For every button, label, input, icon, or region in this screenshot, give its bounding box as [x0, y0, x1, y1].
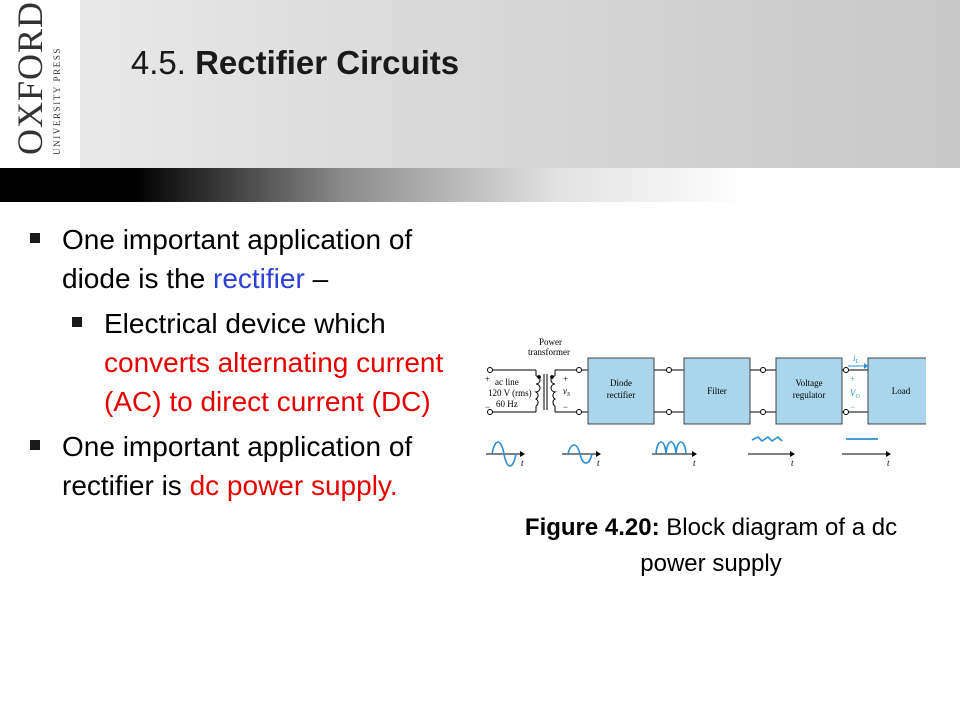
title-banner — [0, 0, 960, 168]
secondary-voltage-label: + vS − — [563, 374, 570, 412]
svg-text:VO: VO — [850, 388, 861, 400]
svg-text:t: t — [597, 458, 600, 468]
svg-text:+: + — [563, 374, 568, 384]
slide-title: 4.5. Rectifier Circuits — [130, 38, 460, 88]
svg-text:rectifier: rectifier — [607, 390, 635, 400]
svg-text:Filter: Filter — [707, 386, 727, 396]
header-divider — [0, 168, 960, 202]
waveform-transformer-output: t — [562, 444, 601, 468]
bullet-icon — [30, 440, 40, 450]
svg-text:t: t — [791, 458, 794, 468]
logo-area: OXFORD UNIVERSITY PRESS — [0, 0, 80, 168]
figure-description: Block diagram of a dc power supply — [640, 514, 898, 577]
ac-input-terminals: + − ac line 120 V (rms) 60 Hz — [485, 367, 536, 415]
bullet-rectifier-application: One important application of rectifier i… — [28, 427, 468, 505]
svg-text:regulator: regulator — [793, 390, 825, 400]
svg-text:60 Hz: 60 Hz — [496, 399, 518, 409]
waveform-dc-output: t — [842, 438, 891, 468]
svg-text:+: + — [485, 374, 490, 384]
figure-caption: Figure 4.20: Block diagram of a dc power… — [496, 510, 926, 582]
sub-bullet-definition: Electrical device which converts alterna… — [70, 304, 468, 421]
secondary-terminals — [576, 367, 588, 415]
block-load: Load — [867, 357, 935, 425]
bullet-icon — [72, 317, 82, 327]
svg-text:Voltage: Voltage — [795, 378, 822, 388]
bullet-diode-application: One important application of diode is th… — [28, 220, 468, 298]
link-regulator-load — [842, 367, 868, 415]
svg-text:ac line: ac line — [495, 377, 519, 387]
svg-text:120 V (rms): 120 V (rms) — [488, 388, 532, 398]
figure-number: Figure 4.20: — [524, 514, 660, 541]
link-rectifier-filter — [654, 367, 684, 415]
svg-text:+: + — [850, 374, 855, 384]
svg-text:−: − — [485, 402, 490, 412]
bullet-list: One important application of diode is th… — [28, 220, 468, 505]
block-filter: Filter — [683, 357, 751, 425]
svg-text:transformer: transformer — [528, 347, 570, 357]
svg-text:Load: Load — [892, 386, 911, 396]
svg-text:t: t — [693, 458, 696, 468]
svg-text:vS: vS — [563, 386, 570, 398]
title-number: 4.5. — [130, 44, 186, 81]
bullet-icon — [30, 233, 40, 243]
output-labels: iL + VO − — [848, 353, 868, 412]
transformer-symbol — [534, 369, 576, 413]
publisher-logo: OXFORD UNIVERSITY PRESS — [10, 0, 62, 155]
power-transformer-label: Power transformer — [528, 337, 570, 357]
svg-text:−: − — [850, 402, 855, 412]
svg-text:t: t — [521, 458, 524, 468]
highlight-dc-power-supply: dc power supply. — [189, 470, 398, 501]
block-diode-rectifier: Diode rectifier — [587, 357, 655, 425]
link-filter-regulator — [750, 367, 776, 415]
svg-text:−: − — [563, 402, 568, 412]
svg-text:Diode: Diode — [610, 378, 632, 388]
waveform-ac-input: t — [486, 441, 525, 468]
waveform-filtered: t — [748, 435, 795, 468]
svg-text:iL: iL — [853, 353, 860, 365]
block-diagram: Power transformer + − ac line 120 V (rms… — [476, 330, 935, 478]
block-voltage-regulator: Voltage regulator — [775, 357, 843, 425]
svg-text:Power: Power — [539, 337, 562, 347]
waveform-rectified: t — [652, 441, 697, 468]
svg-text:t: t — [887, 458, 890, 468]
title-text: Rectifier Circuits — [195, 44, 460, 81]
highlight-rectifier: rectifier — [213, 263, 305, 294]
highlight-ac-to-dc: converts alternating current (AC) to dir… — [104, 347, 444, 417]
